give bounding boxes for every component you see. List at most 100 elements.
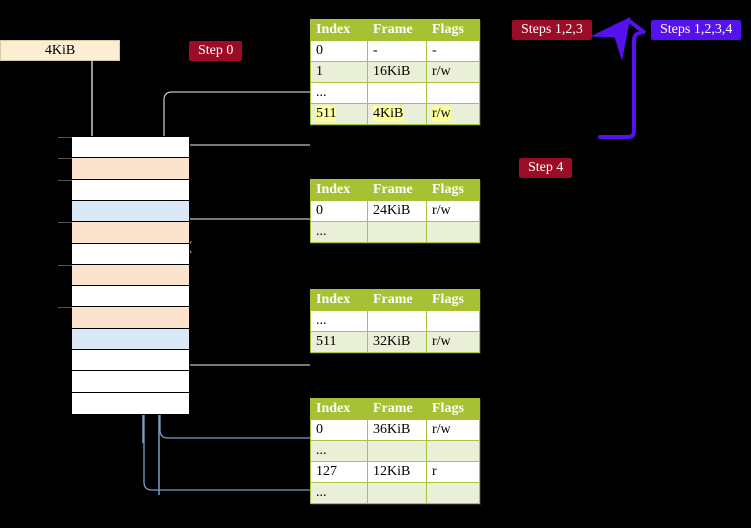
- header-flags: Flags: [426, 398, 480, 420]
- memory-frame-row: [72, 200, 189, 223]
- cell-flags: [426, 82, 480, 104]
- memory-tick-mark: [58, 264, 72, 266]
- memory-frame-row: [72, 350, 189, 372]
- memory-frame-row: [72, 328, 189, 351]
- header-frame: Frame: [367, 398, 427, 420]
- memory-tick-mark: [58, 307, 72, 309]
- cell-flags: [426, 482, 480, 504]
- memory-tick-mark: [58, 179, 72, 181]
- table-header-row: Index Frame Flags: [310, 289, 480, 311]
- cell-index: 511: [310, 331, 368, 353]
- cell-frame: [367, 440, 427, 462]
- memory-tick-mark: [58, 158, 72, 160]
- header-frame: Frame: [367, 289, 427, 311]
- cell-index: ...: [310, 82, 368, 104]
- frame-4kib-label: 4KiB: [44, 42, 76, 58]
- cell-flags: r: [426, 461, 480, 483]
- memory-frame-row: [72, 222, 189, 244]
- wire-table3-row127: [143, 415, 310, 491]
- header-index: Index: [310, 179, 368, 201]
- cell-index: 0: [310, 200, 368, 222]
- cell-frame: -: [367, 40, 427, 62]
- cell-frame: 12KiB: [367, 461, 427, 483]
- header-frame: Frame: [367, 179, 427, 201]
- cell-index: 511: [310, 103, 368, 125]
- cell-index: 0: [310, 40, 368, 62]
- badge-steps-1-2-3-4: Steps 1,2,3,4: [651, 20, 742, 40]
- table-row: ...: [310, 482, 480, 504]
- badge-steps-1-2-3: Steps 1,2,3: [512, 20, 592, 40]
- memory-frame-row: [72, 286, 189, 308]
- highlighted-value: 4KiB: [373, 105, 404, 121]
- cell-flags: [426, 221, 480, 243]
- header-flags: Flags: [426, 289, 480, 311]
- header-index: Index: [310, 289, 368, 311]
- cell-flags: r/w: [426, 103, 480, 125]
- highlighted-value: r/w: [432, 105, 451, 121]
- cell-flags: r/w: [426, 200, 480, 222]
- cell-index: 127: [310, 461, 368, 483]
- memory-tick-mark: [58, 222, 72, 224]
- cell-index: 1: [310, 61, 368, 83]
- physical-memory-column: [58, 136, 190, 415]
- table-row: ...: [310, 82, 480, 104]
- memory-frame-row: [72, 179, 189, 201]
- cell-frame: [367, 482, 427, 504]
- cell-index: ...: [310, 482, 368, 504]
- cell-flags: [426, 440, 480, 462]
- header-flags: Flags: [426, 19, 480, 41]
- badge-step-0: Step 0: [189, 41, 243, 61]
- memory-frame-row: [72, 158, 189, 180]
- memory-frame-row: [72, 307, 189, 329]
- cell-index: 0: [310, 419, 368, 441]
- cell-index: ...: [310, 310, 368, 332]
- header-index: Index: [310, 398, 368, 420]
- cell-frame: 16KiB: [367, 61, 427, 83]
- cell-index: ...: [310, 221, 368, 243]
- memory-frame-row: [72, 371, 189, 393]
- memory-frame-row: [72, 243, 189, 265]
- highlighted-value: 511: [316, 105, 337, 121]
- cell-flags: -: [426, 40, 480, 62]
- cell-frame: [367, 310, 427, 332]
- cell-index: ...: [310, 440, 368, 462]
- memory-frame-row: [72, 392, 189, 414]
- cell-flags: [426, 310, 480, 332]
- cell-frame: 32KiB: [367, 331, 427, 353]
- memory-frame-row: [72, 137, 189, 159]
- table-row: ...: [310, 221, 480, 243]
- cell-frame: [367, 82, 427, 104]
- table-header-row: Index Frame Flags: [310, 19, 480, 41]
- table-row: ...: [310, 310, 480, 332]
- header-frame: Frame: [367, 19, 427, 41]
- cell-frame: 36KiB: [367, 419, 427, 441]
- table-header-row: Index Frame Flags: [310, 398, 480, 420]
- wire-table3-row0: [159, 415, 310, 439]
- cell-frame: 4KiB: [367, 103, 427, 125]
- wire-steps-bracket: [590, 16, 647, 139]
- memory-frame-row: [72, 264, 189, 287]
- cell-frame: 24KiB: [367, 200, 427, 222]
- cell-frame: [367, 221, 427, 243]
- header-flags: Flags: [426, 179, 480, 201]
- cell-flags: r/w: [426, 419, 480, 441]
- table-row: 511 4KiB r/w: [310, 103, 480, 125]
- table-header-row: Index Frame Flags: [310, 179, 480, 201]
- cell-flags: r/w: [426, 331, 480, 353]
- table-row: 0--: [310, 40, 480, 62]
- memory-tick-mark: [58, 137, 72, 138]
